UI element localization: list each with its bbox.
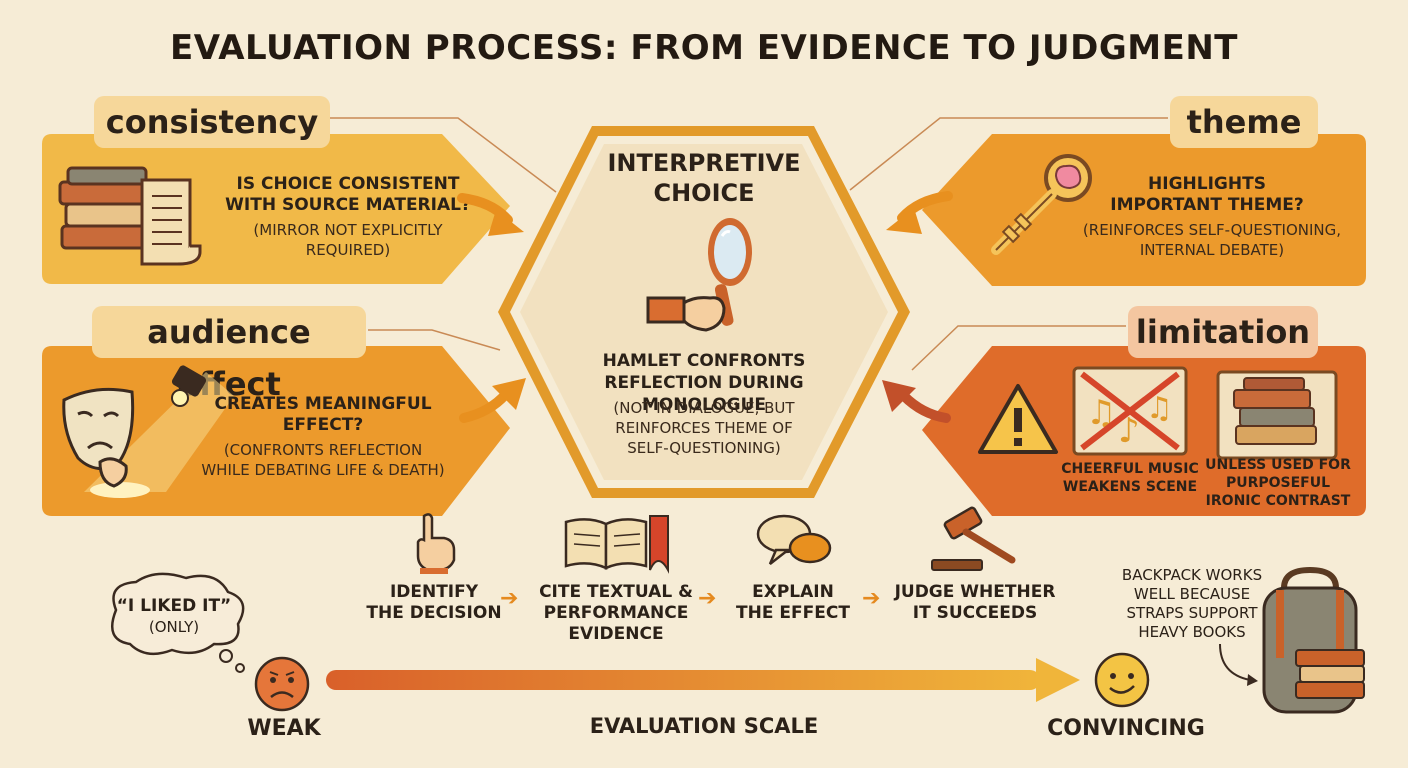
center-note: (NOT IN DIALOGUE, BUT REINFORCES THEME O…: [574, 398, 834, 458]
theme-s1: (REINFORCES SELF-QUESTIONING,: [1082, 221, 1342, 239]
step-arrow-1-icon: ➔: [500, 586, 519, 611]
limitation-c1a: CHEERFUL MUSIC: [1061, 461, 1199, 477]
consistency-tag: consistency: [94, 96, 330, 148]
svg-text:♪: ♪: [1118, 411, 1140, 451]
limitation-tag: limitation: [1128, 306, 1318, 358]
backpack-l1: BACKPACK WORKS: [1121, 566, 1263, 584]
theme-q1: HIGHLIGHTS: [1148, 174, 1266, 194]
step-explain: EXPLAIN THE EFFECT: [728, 582, 858, 624]
audience-q2: EFFECT?: [282, 415, 364, 435]
speech-bubbles-icon: [756, 514, 832, 565]
center-note-2: REINFORCES THEME OF: [615, 419, 793, 437]
consistency-q2: WITH SOURCE MATERIAL?: [225, 195, 471, 215]
audience-tag: audience effect: [92, 306, 366, 403]
theme-panel: [922, 134, 1366, 286]
backpack-l2: WELL BECAUSE: [1133, 585, 1251, 603]
backpack-icon: [1262, 566, 1365, 714]
consistency-s1: (MIRROR NOT EXPLICITLY: [253, 221, 443, 239]
backpack-note: BACKPACK WORKS WELL BECAUSE STRAPS SUPPO…: [1110, 566, 1274, 642]
step-1-l2: THE DECISION: [366, 603, 502, 623]
theme-tag: theme: [1170, 96, 1318, 148]
scale-label: EVALUATION SCALE: [589, 714, 819, 738]
scale-convincing-label: CONVINCING: [1047, 716, 1205, 741]
audience-s2: WHILE DEBATING LIFE & DEATH): [201, 461, 445, 479]
scale-weak-label: WEAK: [247, 716, 321, 741]
theme-q2: IMPORTANT THEME?: [1110, 195, 1304, 215]
center-desc-1: HAMLET CONFRONTS: [602, 351, 806, 371]
limitation-c2a: UNLESS USED FOR: [1205, 457, 1351, 473]
key-brain-icon: [991, 154, 1092, 255]
consistency-question: IS CHOICE CONSISTENT WITH SOURCE MATERIA…: [198, 174, 498, 216]
step-2-l2: PERFORMANCE: [543, 603, 689, 623]
arrow-up-right-icon: [459, 378, 526, 423]
sad-face-icon: [254, 656, 310, 712]
limitation-c1b: WEAKENS SCENE: [1062, 479, 1198, 495]
audience-s1: (CONFRONTS REFLECTION: [223, 441, 423, 459]
audience-question: CREATES MEANINGFUL EFFECT?: [196, 394, 450, 436]
step-2-l3: EVIDENCE: [568, 624, 664, 644]
audience-q1: CREATES MEANINGFUL: [214, 394, 432, 414]
limitation-caption-1: CHEERFUL MUSIC WEAKENS SCENE: [1060, 460, 1200, 496]
step-3-l2: THE EFFECT: [736, 603, 850, 623]
consistency-s2: REQUIRED): [305, 241, 391, 259]
evaluation-scale-arrow: [326, 658, 1080, 702]
page-title: EVALUATION PROCESS: FROM EVIDENCE TO JUD…: [170, 28, 1238, 68]
limitation-caption-2: UNLESS USED FOR PURPOSEFUL IRONIC CONTRA…: [1204, 456, 1352, 510]
center-heading: INTERPRETIVE CHOICE: [574, 148, 834, 208]
audience-note: (CONFRONTS REFLECTION WHILE DEBATING LIF…: [186, 440, 460, 480]
consistency-note: (MIRROR NOT EXPLICITLY REQUIRED): [198, 220, 498, 260]
center-description: HAMLET CONFRONTS REFLECTION DURING MONOL…: [554, 350, 854, 416]
gavel-icon: [931, 506, 1016, 571]
step-judge: JUDGE WHETHER IT SUCCEEDS: [890, 582, 1060, 624]
limitation-c2c: IRONIC CONTRAST: [1205, 493, 1351, 509]
books-icon: [1216, 370, 1338, 460]
step-1-l1: IDENTIFY: [389, 582, 479, 602]
center-heading-1: INTERPRETIVE: [607, 149, 801, 177]
step-arrow-3-icon: ➔: [862, 586, 881, 611]
theme-note: (REINFORCES SELF-QUESTIONING, INTERNAL D…: [1070, 220, 1354, 260]
arrow-right-icon: [457, 193, 524, 236]
step-cite: CITE TEXTUAL & PERFORMANCE EVIDENCE: [534, 582, 698, 645]
thought-l1: “I LIKED IT”: [116, 596, 232, 616]
backpack-l4: HEAVY BOOKS: [1138, 623, 1246, 641]
step-identify: IDENTIFY THE DECISION: [364, 582, 504, 624]
warning-icon: [978, 384, 1058, 454]
pointer-curve: [1219, 643, 1258, 686]
step-2-l1: CITE TEXTUAL &: [539, 582, 693, 602]
center-heading-2: CHOICE: [653, 179, 755, 207]
books-scroll-icon: [58, 166, 202, 266]
theatre-mask-spotlight-icon: [62, 365, 234, 498]
theme-question: HIGHLIGHTS IMPORTANT THEME?: [1100, 174, 1314, 216]
step-3-l1: EXPLAIN: [752, 582, 834, 602]
limitation-c2b: PURPOSEFUL: [1225, 475, 1331, 491]
center-note-3: SELF-QUESTIONING): [627, 439, 781, 457]
smile-face-icon: [1094, 652, 1150, 708]
theme-s2: INTERNAL DEBATE): [1139, 241, 1285, 259]
thought-l2: (ONLY): [148, 618, 200, 636]
hand-mirror-icon: [646, 218, 752, 332]
center-desc-2: REFLECTION DURING MONOLOGUE: [604, 373, 804, 415]
step-arrow-2-icon: ➔: [698, 586, 717, 611]
pointing-hand-icon: [416, 513, 456, 574]
center-note-1: (NOT IN DIALOGUE, BUT: [613, 399, 795, 417]
step-4-l2: IT SUCCEEDS: [912, 603, 1038, 623]
arrow-left-icon: [886, 191, 953, 234]
step-4-l1: JUDGE WHETHER: [894, 582, 1056, 602]
thought-text: “I LIKED IT” (ONLY): [104, 596, 244, 638]
consistency-q1: IS CHOICE CONSISTENT: [236, 174, 460, 194]
book-curtain-icon: [564, 515, 669, 574]
crossed-music-icon: ♫ ♪ ♫: [1072, 366, 1188, 456]
thought-bubble: [111, 572, 245, 673]
arrow-left-limitation-icon: [882, 380, 951, 423]
backpack-l3: STRAPS SUPPORT: [1126, 604, 1258, 622]
